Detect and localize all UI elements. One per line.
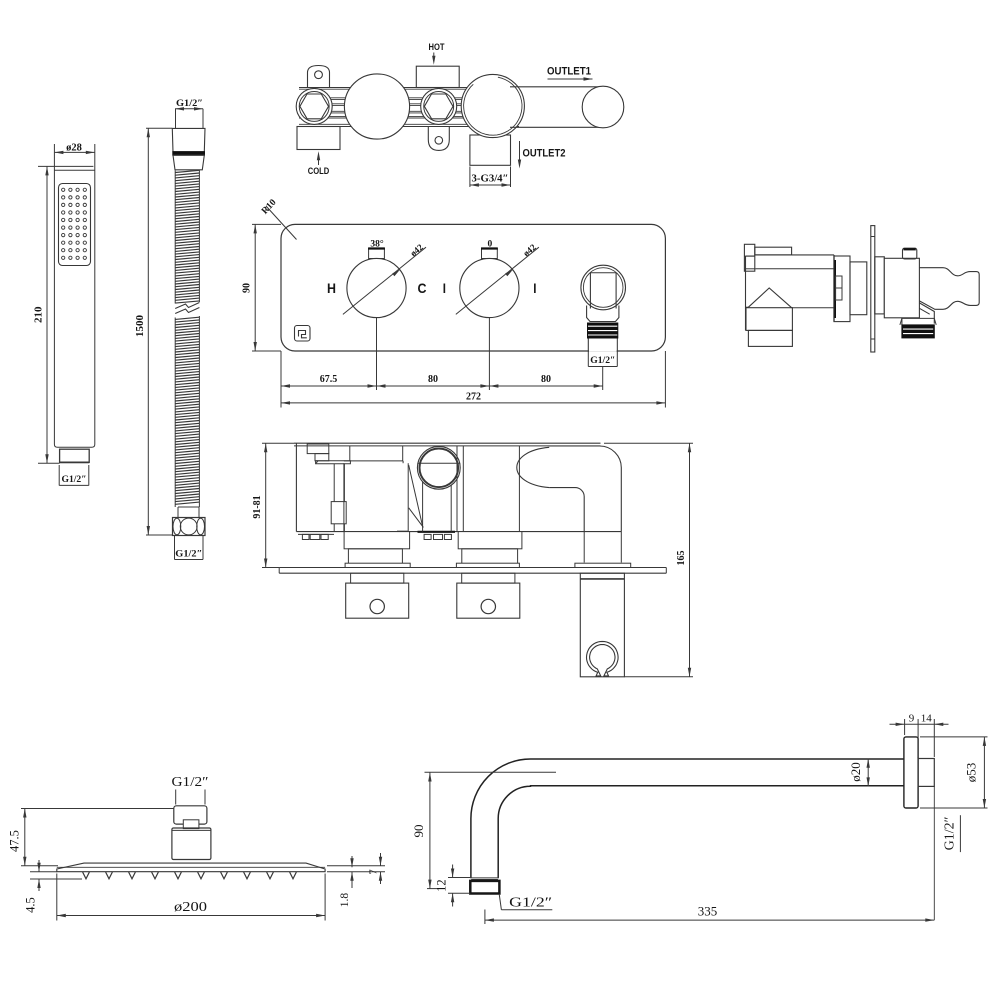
svg-text:H: H — [327, 280, 336, 296]
svg-text:80: 80 — [541, 374, 551, 385]
svg-text:HOT: HOT — [429, 42, 445, 53]
svg-text:I: I — [533, 280, 536, 296]
svg-text:COLD: COLD — [308, 166, 330, 177]
svg-text:47.5: 47.5 — [7, 830, 21, 852]
svg-text:38°: 38° — [370, 238, 384, 249]
svg-text:80: 80 — [428, 374, 438, 385]
svg-text:G1/2″: G1/2″ — [175, 550, 202, 560]
svg-text:67.5: 67.5 — [320, 374, 338, 385]
svg-text:0: 0 — [488, 239, 493, 249]
svg-text:210: 210 — [33, 306, 45, 323]
svg-text:G1/2″: G1/2″ — [590, 356, 615, 366]
svg-text:165: 165 — [676, 551, 687, 566]
svg-text:3-G3/4″: 3-G3/4″ — [472, 174, 509, 185]
svg-text:12: 12 — [434, 879, 448, 892]
svg-text:G1/2″: G1/2″ — [509, 896, 552, 911]
svg-text:OUTLET2: OUTLET2 — [523, 148, 566, 160]
svg-text:G1/2″: G1/2″ — [62, 475, 87, 485]
svg-text:335: 335 — [698, 904, 718, 919]
svg-text:OUTLET1: OUTLET1 — [547, 65, 591, 77]
svg-text:1500: 1500 — [134, 315, 146, 338]
svg-text:ø20: ø20 — [848, 762, 863, 782]
svg-text:9: 9 — [909, 713, 915, 725]
svg-text:ø53: ø53 — [964, 763, 979, 783]
svg-text:I: I — [443, 280, 446, 296]
svg-text:14: 14 — [921, 713, 933, 725]
svg-text:272: 272 — [466, 392, 481, 403]
svg-text:ø200: ø200 — [174, 899, 207, 914]
svg-text:91-81: 91-81 — [252, 495, 263, 518]
svg-text:G1/2″: G1/2″ — [176, 99, 203, 109]
svg-text:C: C — [418, 280, 427, 296]
svg-text:G1/2″: G1/2″ — [172, 775, 209, 790]
svg-text:90: 90 — [242, 283, 253, 293]
svg-text:G1/2″: G1/2″ — [943, 816, 958, 850]
svg-text:1.8: 1.8 — [339, 893, 351, 908]
svg-text:ø28: ø28 — [66, 143, 82, 154]
svg-text:90: 90 — [411, 825, 426, 838]
svg-text:7: 7 — [368, 869, 379, 874]
svg-text:4.5: 4.5 — [23, 897, 37, 913]
